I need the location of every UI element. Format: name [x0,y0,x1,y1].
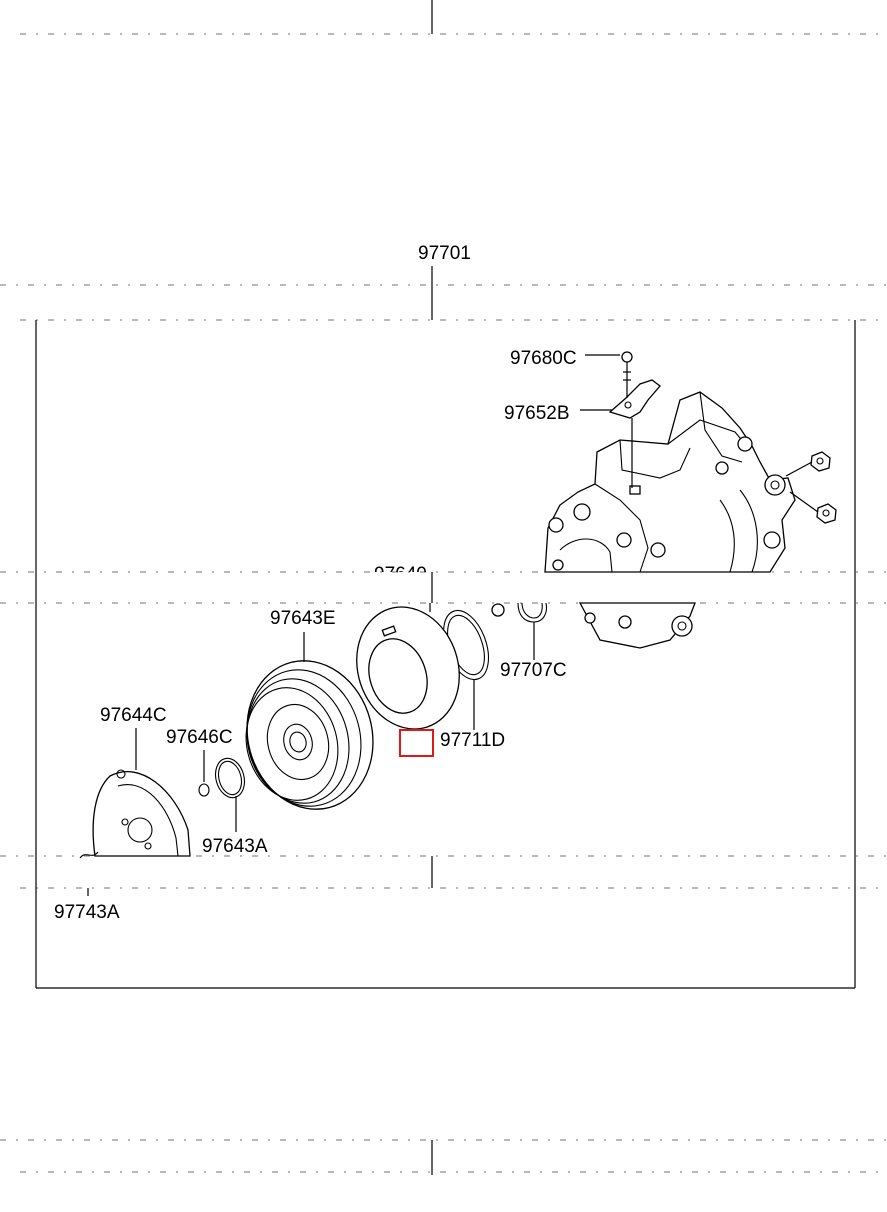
assembly-frame [35,266,856,989]
shim-97646c [198,750,210,797]
part-labels: 97701 97640 97680C 97652B 97643E 97707C … [54,243,577,923]
compressor-body [544,351,837,573]
snap-ring-97643a [214,757,246,832]
o-ring-97707c [517,602,548,660]
label-97644c[interactable]: 97644C [100,705,167,726]
label-97652b[interactable]: 97652B [504,403,570,424]
cable-97743a [79,851,99,896]
label-97701: 97701 [418,243,471,264]
label-97643e[interactable]: 97643E [270,608,336,629]
label-97640-partial: 97640 [374,564,427,585]
label-97643a[interactable]: 97643A [202,836,268,857]
scan-seams [0,0,887,1175]
compressor-lower [491,602,696,649]
leader-lines [580,354,620,411]
pulley-97643e [245,632,374,810]
label-97646c[interactable]: 97646C [166,727,233,748]
field-coil-97640 [356,603,460,730]
highlight-box[interactable] [399,729,434,757]
label-97707c[interactable]: 97707C [500,660,567,681]
clutch-hub-97644c [92,728,191,857]
label-97743a[interactable]: 97743A [54,902,120,923]
label-97680c[interactable]: 97680C [510,348,577,369]
label-97711d[interactable]: 97711D [440,730,505,751]
